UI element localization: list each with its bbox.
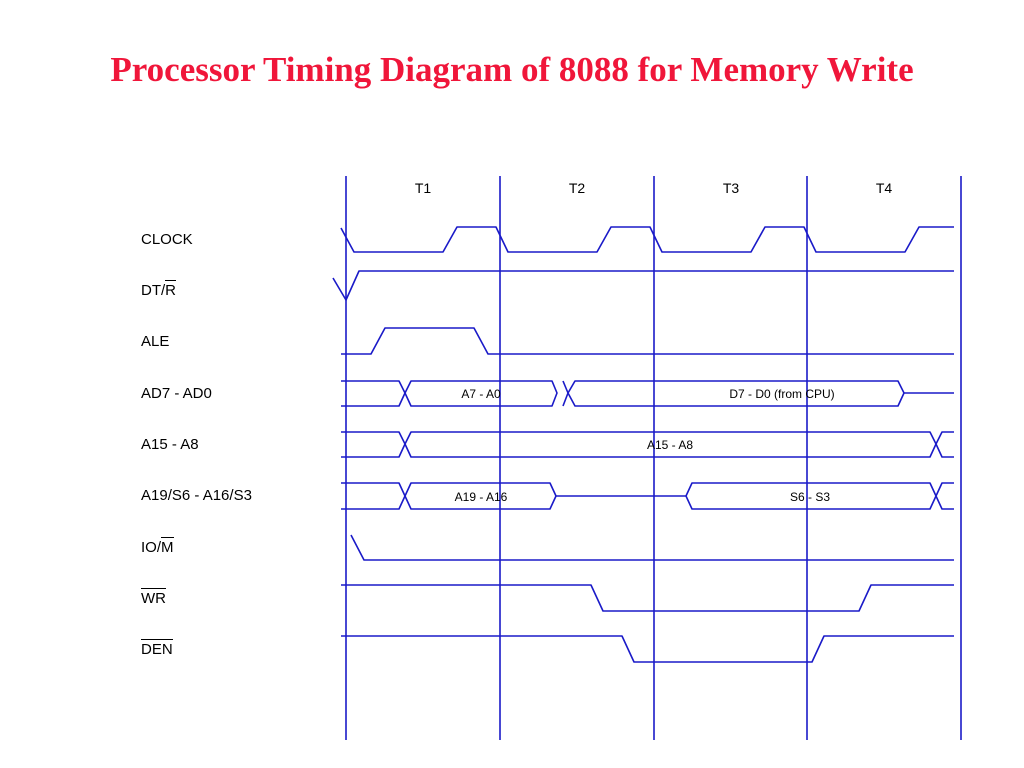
t3-label: T3 [722,180,740,196]
a15-address-label: A15 - A8 [647,438,693,452]
a15-waveform [341,431,954,458]
ad-label: AD7 - AD0 [141,385,212,402]
ad-address-label: A7 - A0 [461,387,501,401]
a19-status-label: S6 - S3 [790,490,830,504]
t4-label: T4 [875,180,893,196]
a19-label: A19/S6 - A16/S3 [141,487,252,504]
wr-label: WR [141,588,166,607]
iom-waveform [350,534,954,561]
clock-label: CLOCK [141,231,193,248]
clock-waveform [340,226,954,253]
t2-label: T2 [568,180,586,196]
t1-label: T1 [414,180,432,196]
a19-waveform [341,482,954,510]
ad-waveform [341,380,954,407]
dtr-label: DT/R [141,280,177,299]
ale-label: ALE [141,333,170,350]
iom-label: IO/M [141,537,174,556]
a15-label: A15 - A8 [141,436,199,453]
dtr-waveform [332,270,954,301]
ale-waveform [341,327,954,355]
den-waveform [341,635,954,663]
wr-waveform [341,584,954,612]
ad-data-label: D7 - D0 (from CPU) [729,387,834,401]
slide-title: Processor Timing Diagram of 8088 for Mem… [110,50,914,89]
a19-address-label: A19 - A16 [455,490,508,504]
den-label: DEN [141,639,173,658]
